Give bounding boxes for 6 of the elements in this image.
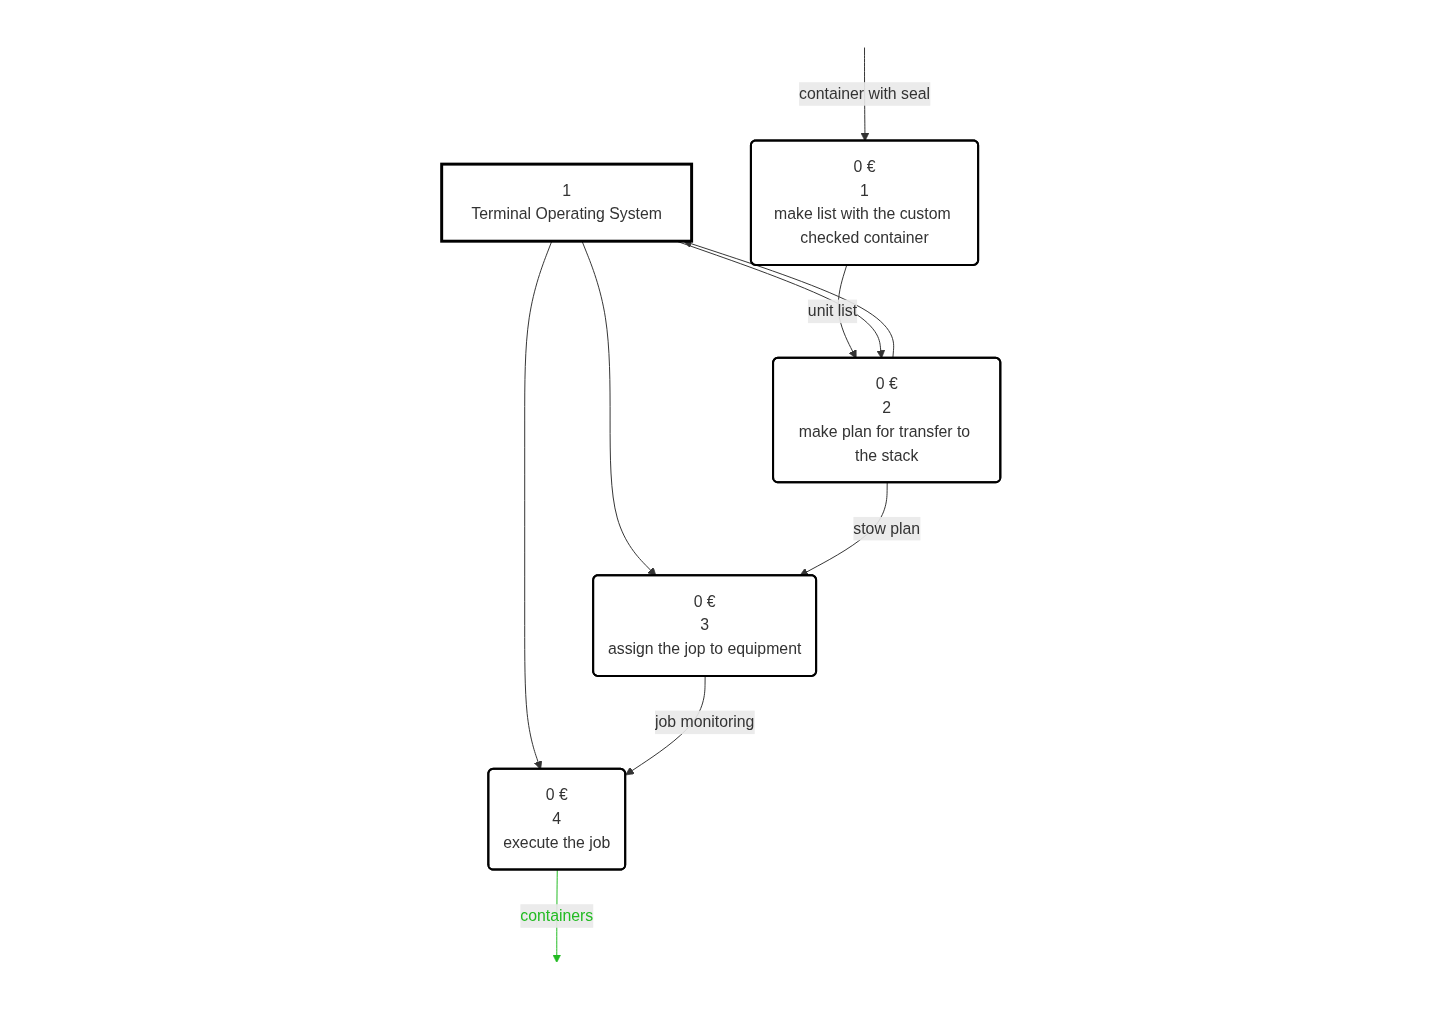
edge-label: job monitoring [654, 713, 754, 731]
node-box: 1 Terminal Operating System [439, 162, 693, 243]
edge-label: container with seal [798, 85, 930, 102]
edge-label: stow plan [852, 519, 920, 537]
edge-label: containers [519, 907, 593, 924]
edge-label: unit list [807, 302, 857, 320]
